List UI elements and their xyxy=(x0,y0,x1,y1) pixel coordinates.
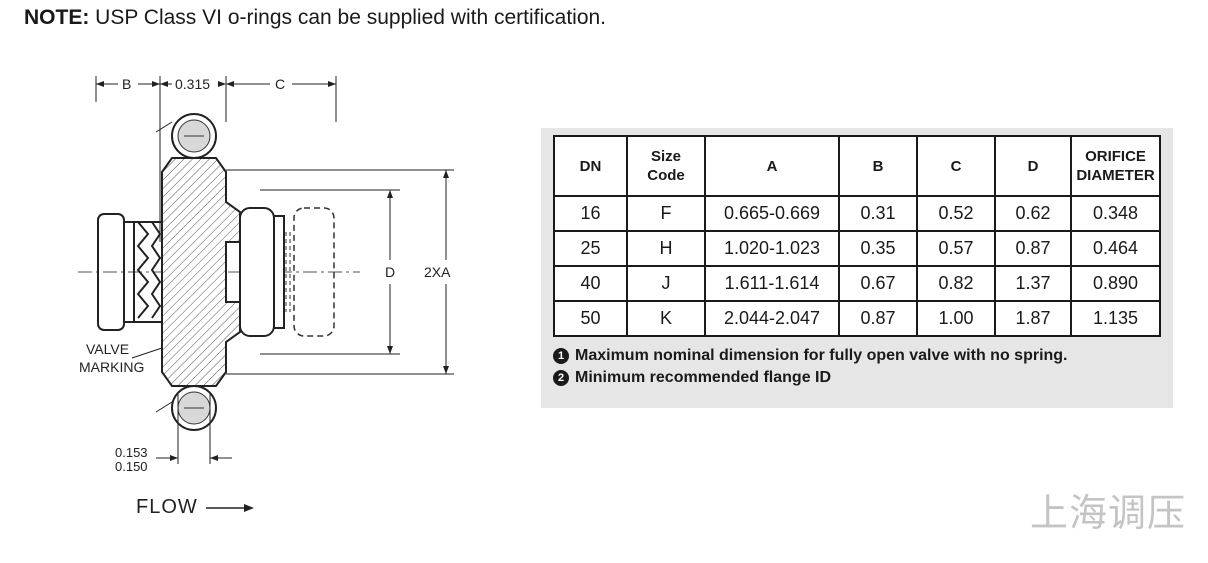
table-cell: 1.00 xyxy=(916,300,996,337)
table-header-cell: B xyxy=(838,135,918,197)
note-text: USP Class VI o-rings can be supplied wit… xyxy=(89,6,607,29)
table-cell: 0.464 xyxy=(1070,230,1161,267)
table-cell: 2.044-2.047 xyxy=(704,300,840,337)
table-cell: H xyxy=(626,230,706,267)
table-cell: K xyxy=(626,300,706,337)
table-header-text: Code xyxy=(647,167,685,184)
table-header-cell: D xyxy=(994,135,1072,197)
table-header-text: ORIFICE xyxy=(1085,148,1146,165)
table-cell: 0.67 xyxy=(838,265,918,302)
footnote-text-1: Maximum nominal dimension for fully open… xyxy=(575,347,1068,364)
table-cell: 0.35 xyxy=(838,230,918,267)
valve-cross-section-drawing: B 0.315 C D 2XA VALVE MARKING 0.153 0.15… xyxy=(60,62,480,532)
footnote-2: 2 Minimum recommended flange ID xyxy=(553,369,831,387)
table-header-cell: C xyxy=(916,135,996,197)
table-cell: 1.87 xyxy=(994,300,1072,337)
table-header-text: A xyxy=(766,157,778,175)
valve-marking-label-2: MARKING xyxy=(79,359,145,375)
table-header-cell: ORIFICE DIAMETER xyxy=(1070,135,1161,197)
dim-2xa-label: 2XA xyxy=(424,264,451,280)
table-cell: J xyxy=(626,265,706,302)
table-cell: 1.37 xyxy=(994,265,1072,302)
table-cell: 25 xyxy=(553,230,628,267)
footnote-1: 1 Maximum nominal dimension for fully ope… xyxy=(553,347,1068,365)
dim-0315-label: 0.315 xyxy=(175,76,211,92)
table-cell: 1.611-1.614 xyxy=(704,265,840,302)
footnote-marker-1: 1 xyxy=(553,348,569,364)
watermark-text: 上海调压 xyxy=(1030,491,1187,535)
table-cell: 50 xyxy=(553,300,628,337)
table-header-text: DN xyxy=(579,157,602,175)
table-cell: 1.020-1.023 xyxy=(704,230,840,267)
dim-0153-label: 0.153 xyxy=(115,445,148,460)
table-cell: 0.62 xyxy=(994,195,1072,232)
flow-label: FLOW xyxy=(136,496,198,518)
table-header-cell: A xyxy=(704,135,840,197)
table-cell: 0.87 xyxy=(838,300,918,337)
drawing-svg xyxy=(78,76,454,512)
table-header-text: C xyxy=(950,157,962,175)
table-cell: 40 xyxy=(553,265,628,302)
footnote-marker-2: 2 xyxy=(553,370,569,386)
table-cell: F xyxy=(626,195,706,232)
table-cell: 0.82 xyxy=(916,265,996,302)
table-header-text: DIAMETER xyxy=(1076,167,1155,184)
table-cell: 16 xyxy=(553,195,628,232)
valve-marking-label-1: VALVE xyxy=(86,341,130,357)
table-header-text: D xyxy=(1027,157,1039,175)
table-cell: 0.348 xyxy=(1070,195,1161,232)
note-label: NOTE: xyxy=(24,6,90,29)
table-cell: 0.87 xyxy=(994,230,1072,267)
table-cell: 0.52 xyxy=(916,195,996,232)
table-header-text: B xyxy=(872,157,884,175)
dim-0150-label: 0.150 xyxy=(115,459,148,474)
dim-b-label: B xyxy=(122,76,132,92)
table-cell: 0.57 xyxy=(916,230,996,267)
table-cell: 0.890 xyxy=(1070,265,1161,302)
table-cell: 0.31 xyxy=(838,195,918,232)
table-cell: 1.135 xyxy=(1070,300,1161,337)
table-header-cell: DN xyxy=(553,135,628,197)
footnote-text-2: Minimum recommended flange ID xyxy=(575,369,832,386)
table-cell: 0.665-0.669 xyxy=(704,195,840,232)
dim-c-label: C xyxy=(275,76,286,92)
table-header-text: Size xyxy=(650,148,681,165)
dim-d-label: D xyxy=(385,264,396,280)
note-line: NOTE: USP Class VI o-rings can be suppli… xyxy=(24,6,606,30)
